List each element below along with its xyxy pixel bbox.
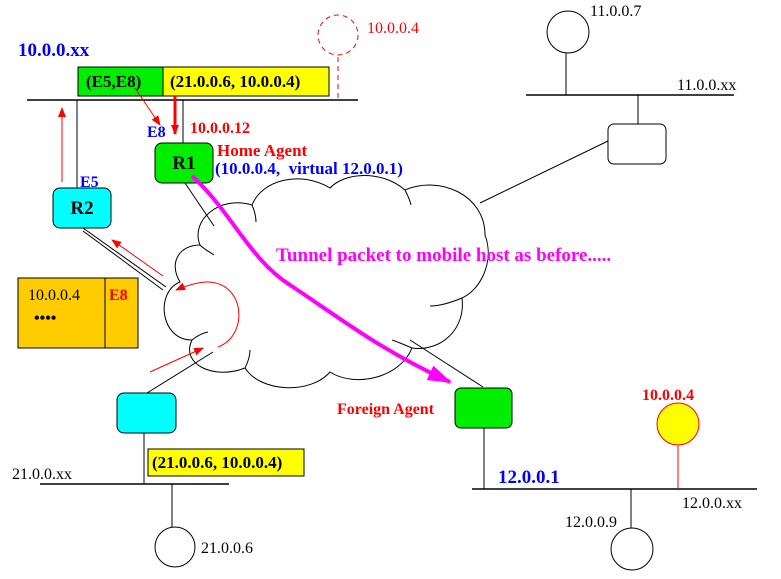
- internet-cloud: [163, 175, 489, 389]
- mobile-host[interactable]: [656, 402, 700, 446]
- home-agent-binding: (10.0.0.4, virtual 12.0.0.1): [215, 159, 403, 178]
- router-net11[interactable]: [607, 123, 667, 165]
- home-ghost-host-label: 10.0.0.4: [367, 20, 419, 37]
- r1-address: 10.0.0.12: [190, 120, 250, 137]
- packet-mac-header: [77, 66, 164, 97]
- arrow-mac-to-e8: [134, 87, 161, 126]
- arrow-cloud-to-r2: [111, 239, 164, 277]
- net11-label: 11.0.0.xx: [677, 77, 736, 94]
- host-11: [546, 10, 590, 54]
- tunnel-arrow: [190, 174, 452, 384]
- r2-cloud-link: [82, 227, 167, 288]
- mobile-host-label: 10.0.0.4: [642, 387, 694, 404]
- r1-cloud-link: [184, 182, 215, 227]
- packet-mac-header-text: (E5,E8): [86, 72, 141, 91]
- host-11-label: 11.0.0.7: [590, 3, 641, 20]
- net11-router-cloud-link: [479, 140, 609, 204]
- packet-ip-header: [162, 66, 330, 97]
- arrow-source-into-cloud: [149, 347, 204, 373]
- routing-table-iface: E8: [109, 287, 128, 304]
- net21-label: 21.0.0.xx: [12, 466, 72, 483]
- router-r1[interactable]: [154, 142, 214, 184]
- router-r1-label: R1: [172, 153, 195, 174]
- packet-ip-header-text: (21.0.0.6, 10.0.0.4): [170, 72, 300, 91]
- r2-iface-label: E5: [80, 174, 99, 191]
- router-r2[interactable]: [52, 187, 112, 229]
- host-12-label: 12.0.0.9: [565, 514, 617, 531]
- host-12: [610, 527, 654, 571]
- source-packet-text: (21.0.0.6, 10.0.0.4): [152, 453, 282, 472]
- routing-table: [17, 277, 139, 349]
- home-agent-label: Home Agent: [217, 141, 308, 160]
- host-21: [154, 526, 196, 568]
- source-packet: [147, 448, 305, 477]
- foreign-agent-address: 12.0.0.1: [498, 467, 560, 488]
- arrow-cloud-loop: [175, 281, 240, 348]
- routing-table-ellipsis: ••••: [34, 310, 56, 327]
- host-21-label: 21.0.0.6: [201, 540, 253, 557]
- routing-table-dest: 10.0.0.4: [28, 287, 80, 304]
- r2-cloud-link-2: [82, 230, 164, 291]
- router-net21[interactable]: [116, 392, 177, 434]
- router-r2-label: R2: [70, 198, 93, 219]
- foreign-agent-label: Foreign Agent: [337, 401, 435, 418]
- home-ghost-host: [317, 14, 359, 56]
- net21-router-cloud-link: [146, 351, 214, 394]
- tunnel-label: Tunnel packet to mobile host as before..…: [276, 245, 611, 266]
- net12-label: 12.0.0.xx: [682, 495, 742, 512]
- home-network-label: 10.0.0.xx: [18, 40, 90, 61]
- foreign-cloud-link: [409, 339, 484, 388]
- router-foreign-agent[interactable]: [454, 387, 513, 429]
- r1-iface-label: E8: [147, 124, 166, 141]
